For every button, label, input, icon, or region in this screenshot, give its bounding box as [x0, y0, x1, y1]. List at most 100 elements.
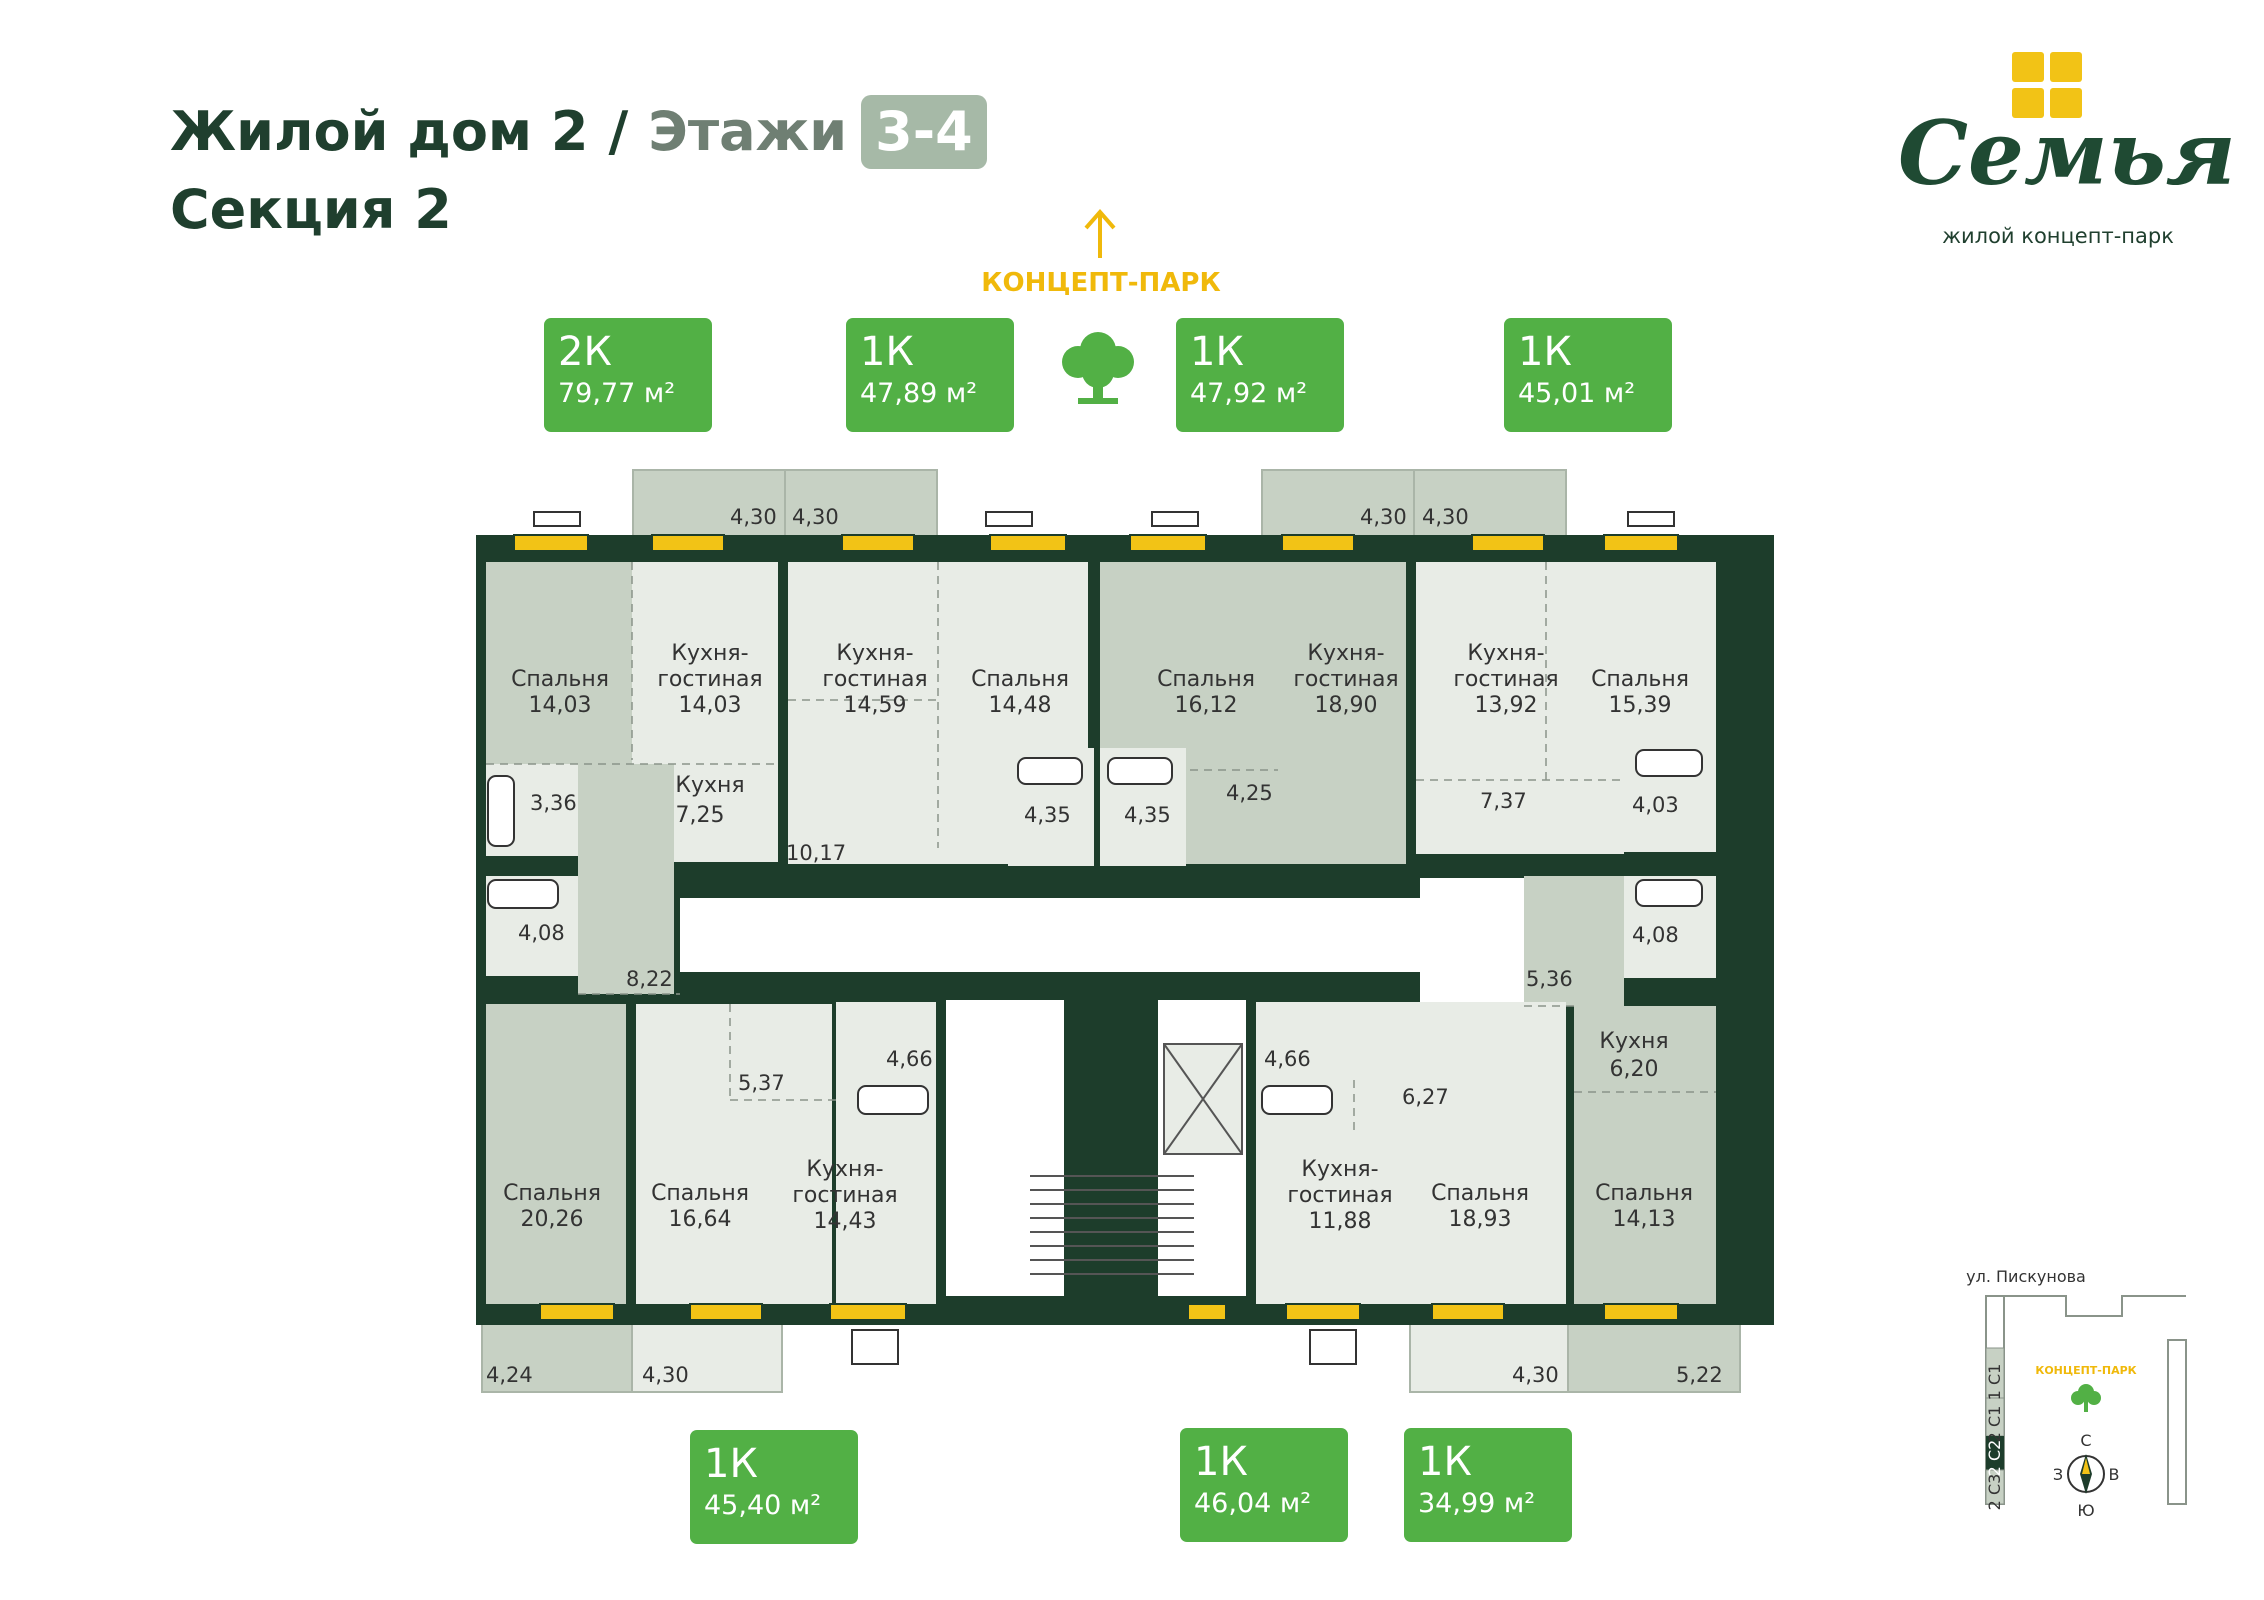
room-name: Спальня [971, 667, 1069, 692]
apartment-type: 1К [1194, 1439, 1248, 1485]
bathroom-area: 4,35 [1124, 803, 1171, 827]
room-name-line2: гостиная [1287, 1183, 1392, 1208]
area-labels: 4,30 4,30 4,30 4,30 3,36 4,08 4,35 4,35 … [486, 505, 1723, 1387]
apartment-area: 45,01 м² [1518, 378, 1636, 409]
room-name: Спальня [503, 1181, 601, 1206]
balcony-area: 4,30 [642, 1363, 689, 1387]
arrow-up-icon [1084, 208, 1116, 258]
room-name-line2: гостиная [1453, 667, 1558, 692]
tree-icon [1062, 332, 1134, 404]
room-area: 14,43 [814, 1209, 877, 1234]
logo-tagline: жилой концепт-парк [1942, 224, 2174, 248]
apartment-type: 1К [1418, 1439, 1472, 1485]
apartment-type: 1К [860, 329, 914, 375]
apartment-type: 1К [1518, 329, 1572, 375]
balcony-area: 4,30 [1512, 1363, 1559, 1387]
street-label: ул. Пискунова [1966, 1267, 2086, 1286]
room-area: 14,48 [989, 693, 1052, 718]
apartment-area: 79,77 м² [558, 378, 676, 409]
floors-badge: 3-4 [861, 95, 987, 169]
apartment-badge[interactable]: 1К 45,40 м² [690, 1430, 858, 1544]
room-name-line1: Кухня- [836, 641, 913, 666]
room-name-line1: Кухня- [806, 1157, 883, 1182]
balcony-area: 4,30 [792, 505, 839, 529]
section-label-current: 2 С2 [1985, 1440, 2004, 1477]
room-name-line1: Кухня- [671, 641, 748, 666]
balcony-area: 4,30 [1360, 505, 1407, 529]
apartment-type: 2К [558, 329, 612, 375]
room-area: 14,03 [679, 693, 742, 718]
bathroom-area: 4,35 [1024, 803, 1071, 827]
room-name: Спальня [511, 667, 609, 692]
tree-icon [2071, 1384, 2101, 1412]
room-name-line2: гостиная [822, 667, 927, 692]
room-area: 14,13 [1613, 1207, 1676, 1232]
room-name: Спальня [1591, 667, 1689, 692]
zone-dashes [486, 562, 1716, 1130]
apartment-badge[interactable]: 1К 46,04 м² [1180, 1428, 1348, 1542]
room-name-line2: гостиная [792, 1183, 897, 1208]
room-name: Спальня [1595, 1181, 1693, 1206]
apartment-area: 34,99 м² [1418, 1488, 1536, 1519]
apartment-badge[interactable]: 2К 79,77 м² [544, 318, 712, 432]
hallway-area: 6,27 [1402, 1085, 1449, 1109]
apartment-area: 46,04 м² [1194, 1488, 1312, 1519]
room-name-line2: гостиная [657, 667, 762, 692]
room-area: 18,90 [1315, 693, 1378, 718]
apartment-badge[interactable]: 1К 47,89 м² [846, 318, 1014, 432]
room-area: 14,03 [529, 693, 592, 718]
title-separator: / [608, 100, 629, 163]
compass-north: С [2080, 1431, 2091, 1450]
hallway-area: 8,22 [626, 967, 673, 991]
key-plan: ул. Пискунова 1 С1 2 С1 2 С2 2 С3 КОНЦЕП… [1966, 1267, 2187, 1520]
apartment-area: 45,40 м² [704, 1490, 822, 1521]
room-area: 13,92 [1475, 693, 1538, 718]
hallway-area: 4,25 [1226, 781, 1273, 805]
balconies-top [632, 469, 1567, 543]
apartment-badge[interactable]: 1К 47,92 м² [1176, 318, 1344, 432]
bathroom-area: 4,66 [1264, 1047, 1311, 1071]
room-area: 16,12 [1175, 693, 1238, 718]
apartment-type: 1К [704, 1441, 758, 1487]
hallway-area: 7,37 [1480, 789, 1527, 813]
room-area: 6,20 [1610, 1057, 1659, 1082]
section-label: 1 С1 [1985, 1364, 2004, 1401]
balcony-area: 4,30 [730, 505, 777, 529]
bathroom-area: 4,66 [886, 1047, 933, 1071]
compass-east: В [2109, 1465, 2120, 1484]
room-name: Кухня [675, 773, 744, 798]
park-direction-label: КОНЦЕПТ-ПАРК [981, 268, 1221, 298]
room-labels: Спальня 14,03 Кухня- гостиная 14,03 Кухн… [503, 641, 1693, 1234]
logo-name: Семья [1898, 101, 2236, 205]
balcony-area: 4,24 [486, 1363, 533, 1387]
stair-core [1030, 1000, 1243, 1298]
windows-top [513, 511, 1679, 552]
floors-label: Этажи [648, 100, 848, 163]
room-name-line1: Кухня- [1467, 641, 1544, 666]
bathroom-area: 4,08 [1632, 923, 1679, 947]
apartment-badge[interactable]: 1К 34,99 м² [1404, 1428, 1572, 1542]
compass-south: Ю [2077, 1501, 2094, 1520]
apartment-badge[interactable]: 1К 45,01 м² [1504, 318, 1672, 432]
room-area: 18,93 [1449, 1207, 1512, 1232]
balcony-area: 4,30 [1422, 505, 1469, 529]
section-label: 2 С3 [1985, 1474, 2004, 1511]
room-name-line2: гостиная [1293, 667, 1398, 692]
room-name: Спальня [1157, 667, 1255, 692]
balconies-bottom [481, 1321, 1741, 1393]
apartment-area: 47,92 м² [1190, 378, 1308, 409]
compass-icon [2067, 1454, 2105, 1494]
room-area: 11,88 [1309, 1209, 1372, 1234]
compass-west: З [2053, 1465, 2063, 1484]
section-title: Секция 2 [170, 178, 452, 241]
logo-mark-icon [2012, 52, 2084, 120]
windows-bottom [539, 1303, 1679, 1365]
section-label: 2 С1 [1985, 1406, 2004, 1443]
bathroom-area: 3,36 [530, 791, 577, 815]
room-name: Кухня [1599, 1029, 1668, 1054]
bathtub-icons [487, 749, 1703, 1115]
apartment-area: 47,89 м² [860, 378, 978, 409]
